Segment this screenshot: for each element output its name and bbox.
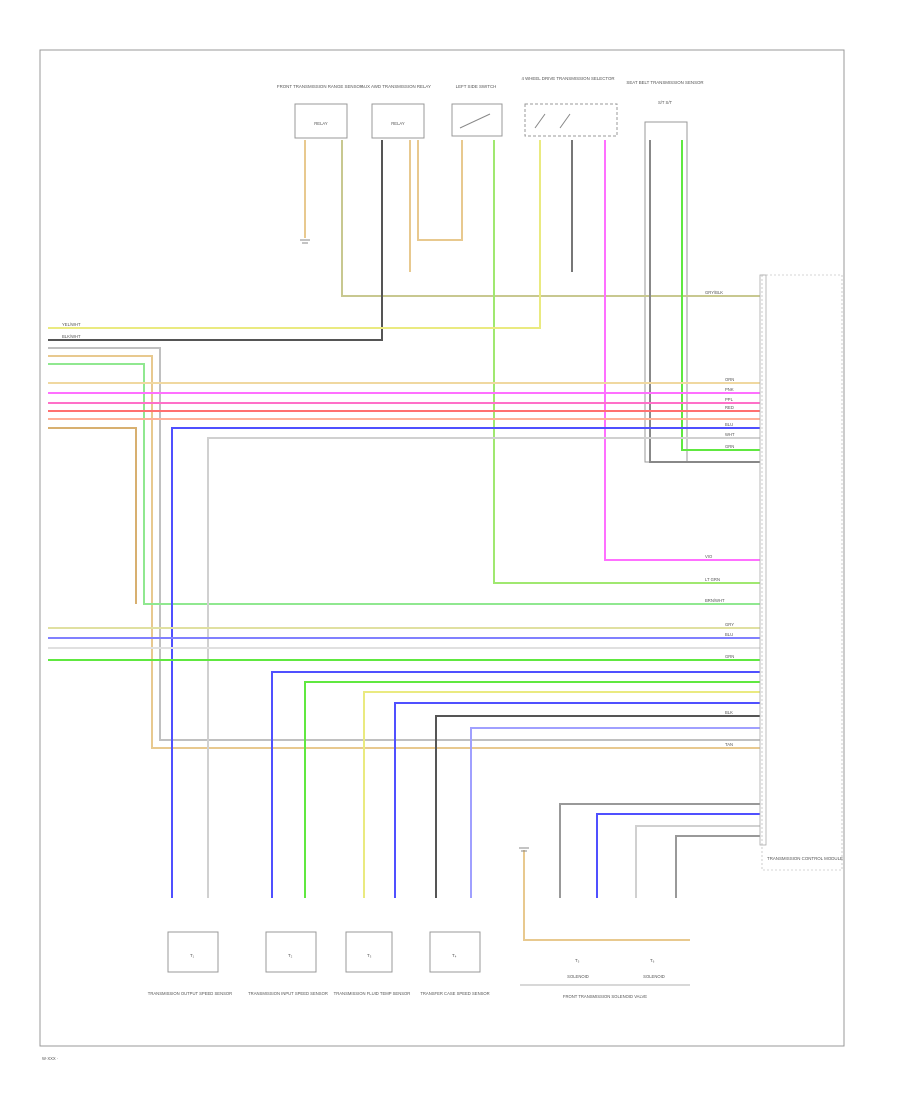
- module-label: TRANSMISSION CONTROL MODULE: [767, 856, 843, 861]
- top-component-2-body: RELAY: [391, 121, 405, 126]
- bottom-component-1: T₁ TRANSMISSION OUTPUT SPEED SENSOR: [148, 931, 232, 996]
- wire-label-12: GRY: [725, 622, 734, 627]
- bottom-component-2: T₂ TRANSMISSION INPUT SPEED SENSOR: [248, 931, 328, 996]
- diagram-frame: [39, 49, 845, 1047]
- bottom-component-4: T₄ TRANSFER CASE SPEED SENSOR: [420, 931, 490, 996]
- top-component-3: LEFT SIDE SWITCH: [451, 84, 503, 137]
- wire-label-7: WHT: [725, 432, 735, 437]
- wire-label-5: RED: [725, 405, 734, 410]
- bottom-component-3-title: TRANSMISSION FLUID TEMP SENSOR: [334, 991, 411, 996]
- top-component-1-title: FRONT TRANSMISSION RANGE SENSOR: [277, 84, 363, 89]
- wire-label-2: ORN: [725, 377, 734, 382]
- wire-label-10: LT GRN: [705, 577, 720, 582]
- wire-label-16: TAN: [725, 742, 733, 747]
- wire-label-4: PPL: [725, 397, 734, 402]
- bottom-component-6-symbol: T₆: [650, 958, 655, 963]
- top-component-2: AUX AWD TRANSMISSION RELAY RELAY: [361, 84, 431, 139]
- top-wires: [48, 140, 760, 584]
- wire-label-15: BLK: [725, 710, 733, 715]
- top-component-3-title: LEFT SIDE SWITCH: [456, 84, 497, 89]
- top-component-5-title: SEAT BELT TRANSMISSION SENSOR: [626, 80, 703, 85]
- top-component-1-body: RELAY: [314, 121, 328, 126]
- wire-bus: [48, 347, 760, 898]
- wire-label-18: BLK/WHT: [62, 334, 81, 339]
- bottom-component-2-symbol: T₂: [288, 953, 293, 958]
- top-component-4: 4 WHEEL DRIVE TRANSMISSION SELECTOR: [521, 76, 618, 137]
- wire-label-13: BLU: [725, 632, 733, 637]
- wire-label-8: GRN: [725, 444, 734, 449]
- top-component-5: SEAT BELT TRANSMISSION SENSOR S/T S/T: [626, 80, 704, 463]
- bottom-component-4-title: TRANSFER CASE SPEED SENSOR: [420, 991, 489, 996]
- wire-labels: GRY/BLK ORN PNK PPL RED BLU WHT GRN VIO …: [62, 290, 735, 747]
- top-component-2-title: AUX AWD TRANSMISSION RELAY: [361, 84, 431, 89]
- solenoid-group: T₅ SOLENOID T₆ SOLENOID FRONT TRANSMISSI…: [519, 847, 690, 999]
- bottom-component-3-symbol: T₃: [367, 953, 372, 958]
- bottom-component-3: T₃ TRANSMISSION FLUID TEMP SENSOR: [334, 931, 411, 996]
- wire-label-1: GRY/BLK: [705, 290, 723, 295]
- top-component-5-body: S/T S/T: [658, 100, 673, 105]
- top-component-4-title: 4 WHEEL DRIVE TRANSMISSION SELECTOR: [521, 76, 614, 81]
- solenoid-group-caption: FRONT TRANSMISSION SOLENOID VALVE: [563, 994, 647, 999]
- bottom-component-6-title: SOLENOID: [643, 974, 665, 979]
- bottom-component-1-symbol: T₁: [190, 953, 195, 958]
- bottom-component-5-title: SOLENOID: [567, 974, 589, 979]
- page-code: W·XXX ·: [42, 1056, 58, 1061]
- bottom-component-4-symbol: T₄: [452, 953, 457, 958]
- bottom-component-5-symbol: T₅: [575, 958, 580, 963]
- wire-label-3: PNK: [725, 387, 734, 392]
- bottom-component-1-title: TRANSMISSION OUTPUT SPEED SENSOR: [148, 991, 232, 996]
- wire-label-6: BLU: [725, 422, 733, 427]
- bottom-component-2-title: TRANSMISSION INPUT SPEED SENSOR: [248, 991, 328, 996]
- wire-label-17: YEL/WHT: [62, 322, 81, 327]
- control-module-connector: TRANSMISSION CONTROL MODULE: [759, 274, 843, 871]
- wire-label-11: BRN/WHT: [705, 598, 725, 603]
- wire-label-14: GRN: [725, 654, 734, 659]
- top-component-1: FRONT TRANSMISSION RANGE SENSOR RELAY: [277, 84, 363, 139]
- wire-label-9: VIO: [705, 554, 713, 559]
